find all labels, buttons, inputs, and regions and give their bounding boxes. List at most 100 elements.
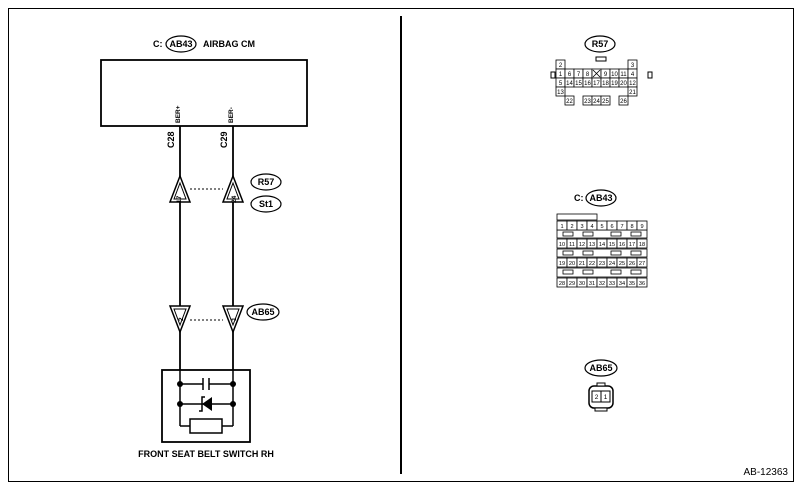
ab43-pin-number: 17 <box>629 242 635 248</box>
r57-pin-number: 12 <box>629 81 636 87</box>
ab43-pin-number: 21 <box>579 261 585 267</box>
r57-pin-number: 22 <box>566 99 573 105</box>
ab43-cavity <box>636 220 648 231</box>
ab43-pin-number: 13 <box>589 242 595 248</box>
connector-ab65-terminal-2 <box>168 305 192 335</box>
connector-st1-oval <box>250 195 282 213</box>
ab43-pin-number: 12 <box>579 242 585 248</box>
junction-dot <box>177 401 183 407</box>
r57-pin-number: 25 <box>602 99 609 105</box>
r57-face-oval <box>584 35 616 53</box>
ab43-pin-number: 26 <box>629 261 635 267</box>
connector-r57-terminal-24 <box>221 173 245 203</box>
terminal-24-label: 24 <box>231 195 238 203</box>
r57-pin-number: 10 <box>611 72 618 78</box>
r57-pin-number: 24 <box>593 99 600 105</box>
ab43-pin-number: 6 <box>610 224 613 230</box>
ab43-pin-number: 11 <box>569 242 575 248</box>
terminal-17-label: 17 <box>176 195 183 203</box>
ab43-pin-number: 3 <box>580 224 583 230</box>
ab43-pin-number: 34 <box>619 281 625 287</box>
ab43-pin-number: 8 <box>630 224 633 230</box>
r57-pin-number: 2 <box>559 63 563 69</box>
zener-bar <box>199 396 205 412</box>
ab43-pin-number: 35 <box>629 281 635 287</box>
connector-r57-terminal-17 <box>168 173 192 203</box>
r57-pin-number: 8 <box>586 72 590 78</box>
connector-r57-id: R57 <box>258 177 275 187</box>
ab43-pin-number: 16 <box>619 242 625 248</box>
r57-pin-number: 9 <box>604 72 608 78</box>
ab43-pin-number: 5 <box>600 224 603 230</box>
pin-name-ber-minus: BER- <box>228 107 235 123</box>
switch-label: FRONT SEAT BELT SWITCH RH <box>138 449 274 459</box>
r57-pin-number: 13 <box>557 90 564 96</box>
r57-cavity <box>618 95 629 106</box>
ab65-face-oval <box>584 359 618 377</box>
r57-pin-number: 4 <box>631 72 635 78</box>
ab43-pin-number: 14 <box>599 242 605 248</box>
connector-ab65-terminal-1 <box>221 305 245 335</box>
ab43-pin-number: 9 <box>640 224 643 230</box>
r57-pin-number: 19 <box>611 81 618 87</box>
ab43-pin-number: 33 <box>609 281 615 287</box>
r57-pin-number: 17 <box>593 81 600 87</box>
r57-pin-number: 3 <box>631 63 635 69</box>
r57-pin-number: 16 <box>584 81 591 87</box>
connector-st1-id: St1 <box>259 199 273 209</box>
ab43-pin-number: 22 <box>589 261 595 267</box>
r57-pin-number: 11 <box>620 72 627 78</box>
r57-pin-number: 5 <box>559 81 563 87</box>
diagram-frame <box>8 8 794 482</box>
ab43-pin-number: 10 <box>559 242 565 248</box>
r57-pin-number: 23 <box>584 99 591 105</box>
module-connector-oval <box>165 35 197 53</box>
r57-face-id: R57 <box>592 39 609 49</box>
resistor-icon <box>189 418 223 434</box>
ab43-pin-number: 28 <box>559 281 565 287</box>
r57-cavity <box>600 95 611 106</box>
junction-dot <box>230 381 236 387</box>
ab43-pin-number: 25 <box>619 261 625 267</box>
r57-cavity <box>627 86 638 97</box>
junction-dot <box>177 381 183 387</box>
ab43-pin-number: 19 <box>559 261 565 267</box>
ab43-pin-number: 1 <box>560 224 563 230</box>
r57-cavity <box>564 95 575 106</box>
module-name: AIRBAG CM <box>203 39 255 49</box>
ab43-cavity <box>636 238 648 249</box>
module-connector-id: AB43 <box>169 39 192 49</box>
ab43-pin-number: 23 <box>599 261 605 267</box>
connector-ab65-id: AB65 <box>251 307 274 317</box>
ab43-pin-number: 29 <box>569 281 575 287</box>
ab65-pin: 1 <box>604 394 608 401</box>
pin-name-ber-plus: BER+ <box>175 105 182 123</box>
ab43-cavity <box>636 257 648 268</box>
r57-pin-number: 15 <box>575 81 582 87</box>
ab43-pin-number: 15 <box>609 242 615 248</box>
ab43-pin-number: 4 <box>590 224 593 230</box>
r57-pin-number: 1 <box>559 72 563 78</box>
terminal-2-label: 2 <box>178 317 185 321</box>
r57-pin-number: 14 <box>566 81 573 87</box>
ab65-pin: 2 <box>595 394 599 401</box>
ab43-pin-number: 30 <box>579 281 585 287</box>
zener-diode-icon <box>202 397 212 411</box>
ab65-connector-face <box>588 382 614 412</box>
r57-pin-number: 18 <box>602 81 609 87</box>
switch-internal-circuit <box>179 370 234 427</box>
r57-cavity <box>555 86 566 97</box>
pin-number-c28: C28 <box>166 131 176 148</box>
pin-number-c29: C29 <box>219 131 229 148</box>
r57-pin-number: 21 <box>629 90 636 96</box>
connector-r57-oval <box>250 173 282 191</box>
connector-ab65-oval <box>246 303 280 321</box>
ab43-pin-number: 18 <box>639 242 645 248</box>
ab43-pin-number: 27 <box>639 261 645 267</box>
ab43-pin-number: 20 <box>569 261 575 267</box>
r57-pin-number: 7 <box>577 72 581 78</box>
airbag-cm-box <box>100 59 308 127</box>
